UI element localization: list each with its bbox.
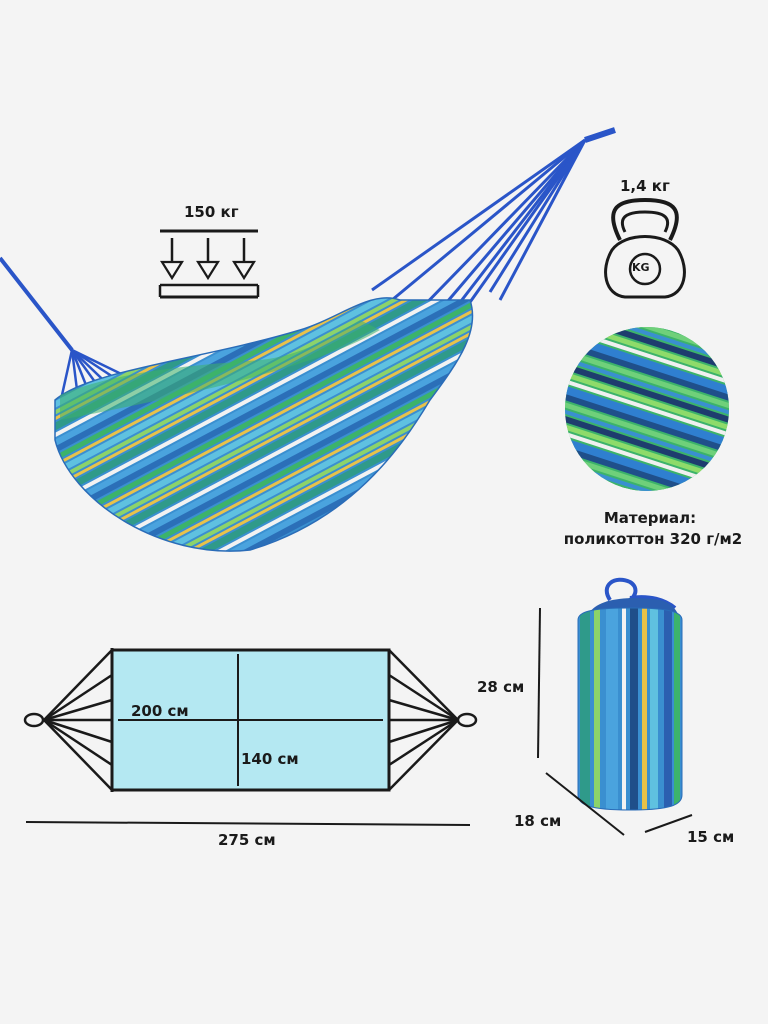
material-title: Материал: (603, 509, 697, 527)
hammock-plan-diagram (23, 648, 478, 826)
kettlebell-badge-text: KG (632, 261, 650, 274)
bag-height-label: 28 см (477, 678, 525, 696)
kettlebell-icon (604, 197, 686, 299)
plan-length-total-label: 275 см (218, 831, 276, 849)
bag-width-label: 15 см (687, 828, 735, 846)
plan-width-label: 140 см (241, 750, 299, 768)
storage-bag (537, 577, 693, 836)
fabric-swatch (565, 327, 729, 491)
material-value: поликоттон 320 г/м2 (563, 530, 743, 548)
bag-depth-label: 18 см (514, 812, 562, 830)
weight-label: 1,4 кг (620, 177, 670, 195)
load-capacity-icon (158, 229, 260, 299)
load-capacity-label: 150 кг (184, 203, 239, 221)
plan-length-inner-label: 200 см (131, 702, 189, 720)
hammock-illustration (0, 127, 616, 552)
